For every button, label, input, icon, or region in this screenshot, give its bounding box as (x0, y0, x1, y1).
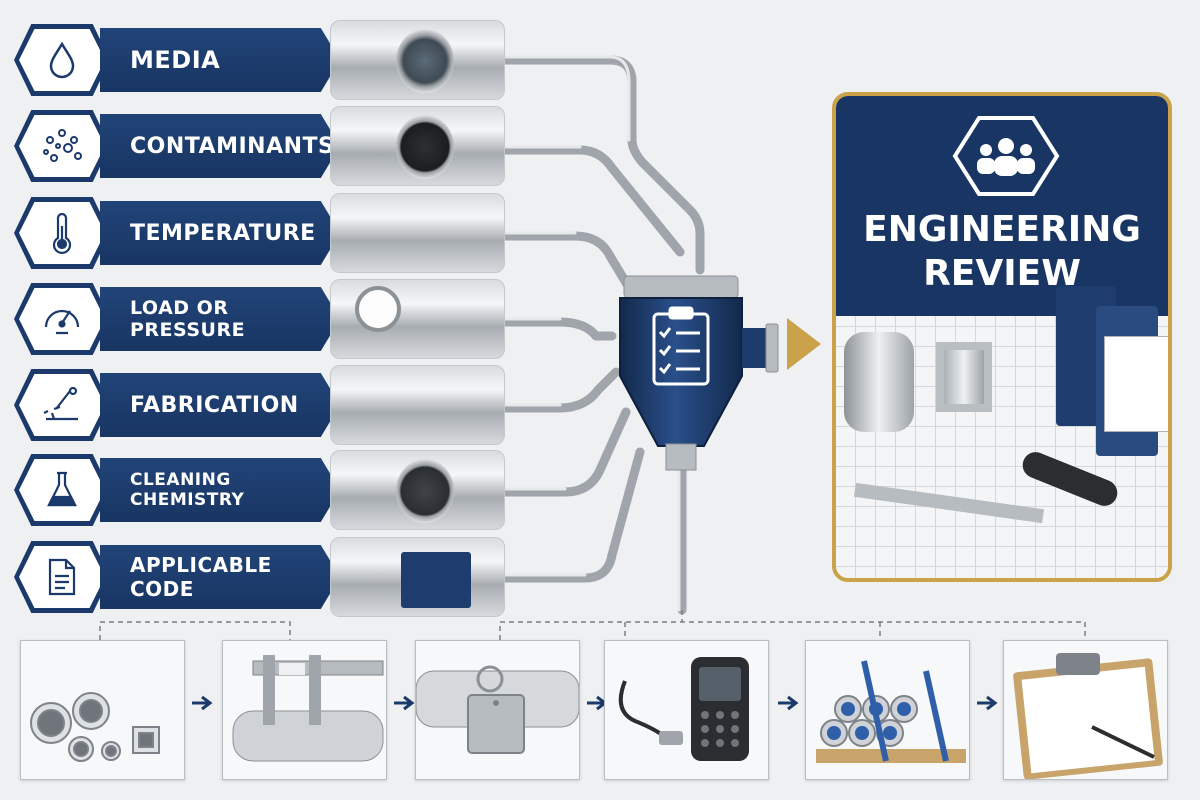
pipe-fabrication (500, 367, 621, 413)
cleaning-photo (330, 450, 505, 530)
review-title: ENGINEERING REVIEW (836, 208, 1168, 296)
input-label-contaminants: CONTAMINANTS (100, 114, 340, 178)
input-cleaning: CLEANING CHEMISTRY (0, 450, 340, 530)
bundle-icon (816, 660, 966, 763)
engineering-review-card: ENGINEERING REVIEW (832, 92, 1172, 582)
pipe-temperature (500, 231, 633, 291)
step-arrow-4 (778, 695, 799, 711)
caliper-icon (232, 655, 384, 762)
pipe-load (500, 317, 617, 341)
team-icon (952, 116, 1060, 196)
review-title-line2: REVIEW (923, 253, 1081, 294)
input-code: APPLICABLE CODE (0, 537, 340, 617)
meter-icon (618, 657, 749, 761)
particles-icon (19, 115, 105, 177)
fabrication-photo (330, 365, 505, 445)
dash-left (99, 621, 291, 640)
pipe-contaminants (500, 145, 685, 257)
media-photo (330, 20, 505, 100)
load-photo (330, 279, 505, 359)
welding-torch-icon (19, 374, 105, 436)
document-icon (19, 546, 105, 608)
clipboard-icon (1013, 653, 1163, 780)
step-arrow-2 (394, 695, 415, 711)
step-measure (222, 640, 387, 780)
input-label-media: MEDIA (100, 28, 340, 92)
tag-icon (415, 665, 580, 754)
step-tag (415, 640, 580, 780)
checklist-icon (652, 306, 710, 386)
flask-icon (19, 459, 105, 521)
code-photo (330, 537, 505, 617)
step-arrow-5 (977, 695, 998, 711)
step-record (1003, 640, 1168, 780)
review-title-line1: ENGINEERING (863, 209, 1141, 250)
arrow-to-review (787, 318, 821, 370)
thermometer-icon (19, 202, 105, 264)
review-photo (836, 286, 1168, 578)
droplet-icon (19, 29, 105, 91)
input-temperature: TEMPERATURE (0, 193, 340, 273)
input-label-fabrication: FABRICATION (100, 373, 340, 437)
step-pipe-stock (20, 640, 185, 780)
input-label-cleaning: CLEANING CHEMISTRY (100, 458, 340, 522)
pipe-cleaning (500, 407, 631, 497)
step-inspect (604, 640, 769, 780)
pipe-code (500, 447, 645, 583)
input-media: MEDIA (0, 20, 340, 100)
temperature-photo (330, 193, 505, 273)
step-arrow-1 (192, 695, 213, 711)
input-label-code: APPLICABLE CODE (100, 545, 340, 609)
dash-right (499, 621, 1086, 640)
input-label-temperature: TEMPERATURE (100, 201, 340, 265)
collector-hopper (619, 275, 779, 471)
gauge-icon (19, 288, 105, 350)
pipe-stock-icon (30, 692, 160, 762)
contaminants-photo (330, 106, 505, 186)
step-bundle (805, 640, 970, 780)
input-contaminants: CONTAMINANTS (0, 106, 340, 186)
input-label-load: LOAD OR PRESSURE (100, 287, 340, 351)
input-fabrication: FABRICATION (0, 365, 340, 445)
input-load: LOAD OR PRESSURE (0, 279, 340, 359)
